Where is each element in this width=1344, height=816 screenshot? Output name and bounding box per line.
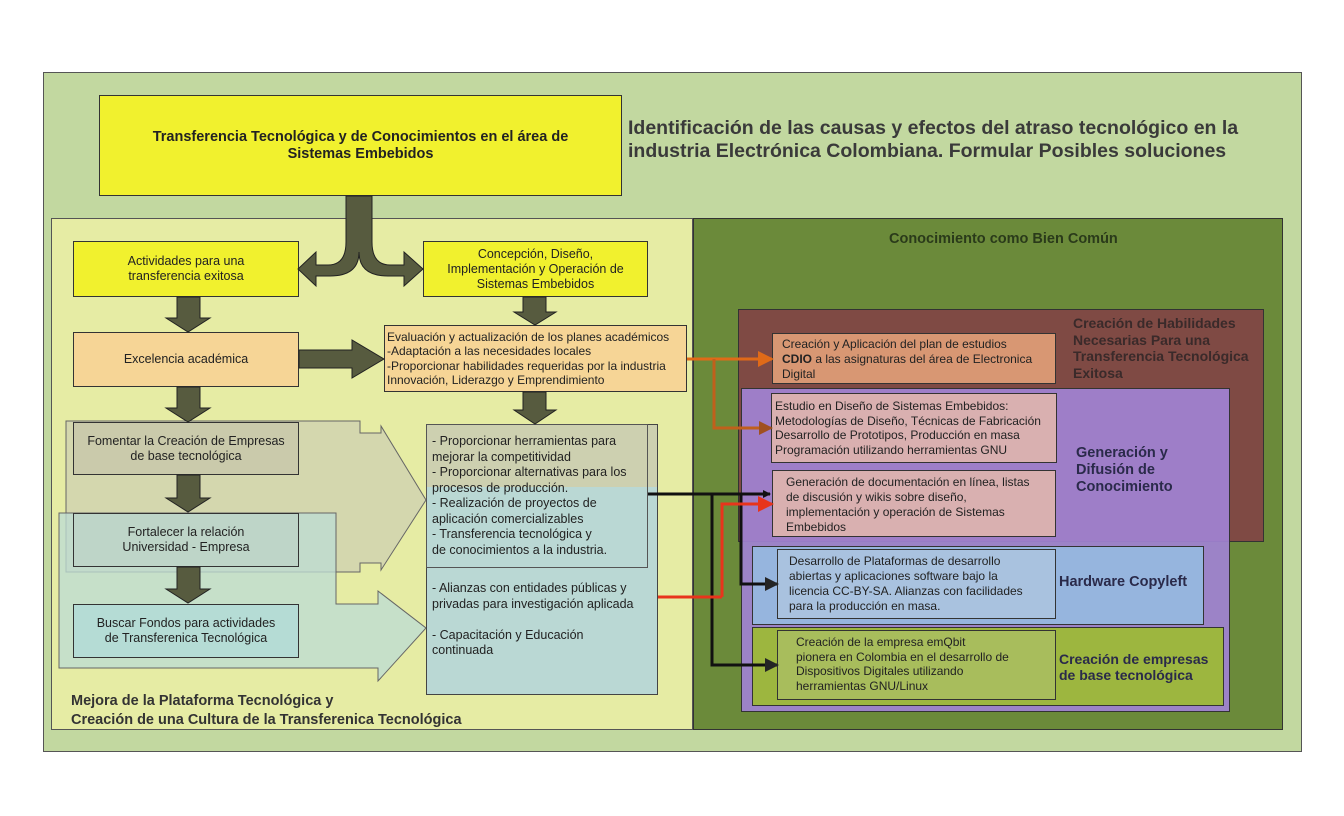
estudio-box: Estudio en Diseño de Sistemas Embebidos:… [771, 393, 1057, 463]
black-connector-emqbit [710, 494, 779, 672]
top-topic-box: Transferencia Tecnológica y de Conocimie… [99, 95, 622, 196]
right-arrow-excelencia [298, 339, 385, 379]
excelencia-box: Excelencia académica [73, 332, 299, 387]
top-topic-text: Transferencia Tecnológica y de Conocimie… [152, 128, 569, 162]
fortalecer-text: Fortalecer la relación Universidad - Emp… [122, 525, 250, 554]
emqbit-box: Creación de la empresa emQbit pionera en… [777, 630, 1056, 700]
down-arrow-4 [512, 391, 558, 425]
black-connector-hardware [739, 494, 779, 591]
empresas-label: Creación de empresas de base tecnológica [1059, 651, 1209, 683]
red-connector-doc [720, 496, 774, 597]
excelencia-text: Excelencia académica [123, 352, 249, 366]
habilidades-label: Creación de Habilidades Necesarias Para … [1073, 315, 1249, 381]
evaluacion-text: Evaluación y actualización de los planes… [387, 329, 670, 388]
fomentar-text: Fomentar la Creación de Empresas de base… [87, 433, 285, 463]
actividades-text: Actividades para una transferencia exito… [127, 254, 245, 283]
fork-arrow [297, 195, 424, 288]
concepcion-text: Concepción, Diseño, Implementación y Ope… [447, 246, 624, 291]
cdio-bold: CDIO [782, 352, 812, 366]
down-arrow-1 [164, 296, 212, 333]
page-title: Identificación de las causas y efectos d… [628, 117, 1239, 162]
hardware-label: Hardware Copyleft [1059, 574, 1188, 590]
alianzas-text: - Alianzas con entidades públicas y priv… [432, 581, 634, 657]
buscar-text: Buscar Fondos para actividades de Transf… [96, 616, 276, 645]
fomentar-box: Fomentar la Creación de Empresas de base… [73, 422, 299, 475]
down-arrow-2 [512, 296, 558, 326]
actividades-box: Actividades para una transferencia exito… [73, 241, 299, 297]
down-arrow-3 [164, 386, 212, 423]
documentacion-box: Generación de documentación en línea, li… [772, 470, 1056, 537]
down-arrow-5 [164, 474, 212, 513]
orange-connector-estudio [712, 359, 773, 435]
herramientas-box-border [426, 424, 648, 568]
left-panel-footer: Mejora de la Plataforma Tecnológica y Cr… [71, 693, 462, 728]
buscar-box: Buscar Fondos para actividades de Transf… [73, 604, 299, 658]
cdio-suffix: a las asignaturas del área de Electronic… [782, 352, 1033, 381]
hardware-text-box: Desarrollo de Plataformas de desarrollo … [777, 549, 1056, 619]
cdio-box: Creación y Aplicación del plan de estudi… [772, 333, 1056, 384]
generacion-label: Generación y Difusión de Conocimiento [1076, 445, 1173, 495]
fortalecer-box: Fortalecer la relación Universidad - Emp… [73, 513, 299, 567]
evaluacion-box: Evaluación y actualización de los planes… [384, 325, 687, 392]
herramientas-text: - Proporcionar herramientas para mejorar… [432, 434, 627, 557]
down-arrow-6 [164, 566, 212, 604]
cdio-prefix: Creación y Aplicación del plan de estudi… [782, 337, 1007, 351]
right-panel-title: Conocimiento como Bien Común [889, 231, 1118, 247]
